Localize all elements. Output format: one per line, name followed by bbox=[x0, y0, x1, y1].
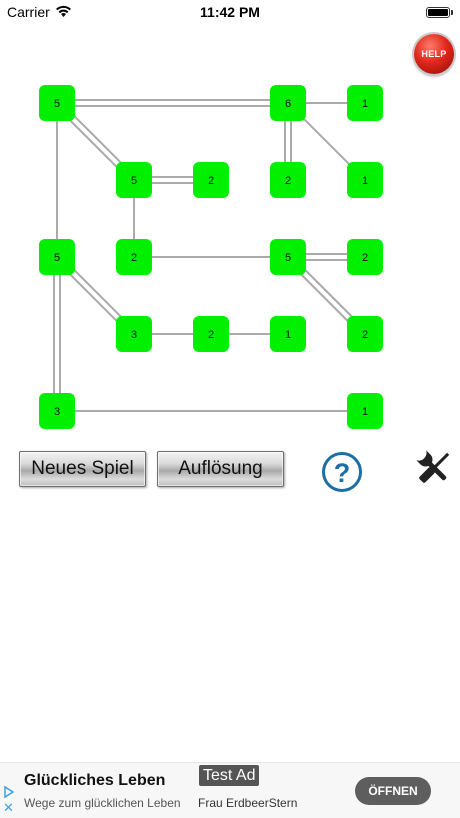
carrier-label: Carrier bbox=[7, 4, 50, 20]
island-tile[interactable] bbox=[270, 316, 306, 352]
island[interactable]: 5 bbox=[39, 85, 75, 121]
ad-title: Glückliches Leben bbox=[24, 772, 166, 789]
wifi-icon bbox=[56, 5, 71, 17]
solution-button[interactable]: Auflösung bbox=[157, 451, 284, 487]
puzzle-board: 5 6 1 5 2 2 1 5 2 5 2 3 2 1 2 3 1 bbox=[39, 85, 383, 429]
island[interactable]: 2 bbox=[193, 162, 229, 198]
open-button[interactable]: ÖFFNEN bbox=[355, 777, 431, 805]
islands-layer: 5 6 1 5 2 2 1 5 2 5 2 3 2 1 2 3 1 bbox=[39, 85, 383, 429]
help-button[interactable]: HELP bbox=[414, 34, 454, 74]
island-value: 5 bbox=[54, 98, 60, 110]
island-value: 5 bbox=[54, 252, 60, 264]
island[interactable]: 1 bbox=[347, 85, 383, 121]
svg-text:?: ? bbox=[334, 458, 351, 488]
island-tile[interactable] bbox=[347, 393, 383, 429]
island-tile[interactable] bbox=[270, 162, 306, 198]
island-value: 5 bbox=[285, 252, 291, 264]
island-tile[interactable] bbox=[270, 85, 306, 121]
close-icon[interactable]: ✕ bbox=[3, 800, 14, 815]
test-ad-badge: Test Ad bbox=[199, 765, 260, 786]
island-value: 2 bbox=[208, 329, 214, 341]
island-tile[interactable] bbox=[116, 316, 152, 352]
island-value: 3 bbox=[131, 329, 137, 341]
island[interactable]: 1 bbox=[270, 316, 306, 352]
island-value: 5 bbox=[131, 175, 137, 187]
island-value: 2 bbox=[362, 329, 368, 341]
island-tile[interactable] bbox=[347, 162, 383, 198]
island-tile[interactable] bbox=[347, 239, 383, 275]
bridges-layer bbox=[53, 99, 368, 412]
island-tile[interactable] bbox=[270, 239, 306, 275]
new-game-button[interactable]: Neues Spiel bbox=[19, 451, 146, 487]
island-tile[interactable] bbox=[39, 239, 75, 275]
island[interactable]: 5 bbox=[116, 162, 152, 198]
tools-icon[interactable] bbox=[412, 446, 456, 490]
battery-icon bbox=[426, 7, 450, 18]
island-tile[interactable] bbox=[347, 316, 383, 352]
island-value: 1 bbox=[362, 98, 368, 110]
island-tile[interactable] bbox=[116, 239, 152, 275]
island-tile[interactable] bbox=[39, 85, 75, 121]
island[interactable]: 3 bbox=[39, 393, 75, 429]
island-tile[interactable] bbox=[193, 162, 229, 198]
battery-tip bbox=[451, 10, 453, 15]
island-value: 3 bbox=[54, 406, 60, 418]
island[interactable]: 2 bbox=[116, 239, 152, 275]
question-icon[interactable]: ? bbox=[321, 451, 363, 493]
island[interactable]: 1 bbox=[347, 162, 383, 198]
island[interactable]: 1 bbox=[347, 393, 383, 429]
ad-banner[interactable]: ✕ Glückliches Leben Wege zum glücklichen… bbox=[0, 762, 460, 818]
island-value: 6 bbox=[285, 98, 291, 110]
clock: 11:42 PM bbox=[200, 4, 260, 20]
status-bar: Carrier 11:42 PM bbox=[0, 0, 460, 26]
ad-subtitle: Wege zum glücklichen Leben bbox=[24, 796, 181, 810]
ad-choices-icon[interactable] bbox=[2, 785, 16, 799]
island[interactable]: 6 bbox=[270, 85, 306, 121]
island[interactable]: 5 bbox=[39, 239, 75, 275]
island-tile[interactable] bbox=[116, 162, 152, 198]
island-value: 2 bbox=[131, 252, 137, 264]
island-tile[interactable] bbox=[193, 316, 229, 352]
island[interactable]: 3 bbox=[116, 316, 152, 352]
island-value: 1 bbox=[285, 329, 291, 341]
help-label: HELP bbox=[421, 49, 447, 59]
island-tile[interactable] bbox=[347, 85, 383, 121]
island-value: 1 bbox=[362, 175, 368, 187]
island[interactable]: 2 bbox=[193, 316, 229, 352]
island-value: 2 bbox=[285, 175, 291, 187]
island[interactable]: 2 bbox=[270, 162, 306, 198]
island-tile[interactable] bbox=[39, 393, 75, 429]
island[interactable]: 5 bbox=[270, 239, 306, 275]
ad-author: Frau ErdbeerStern bbox=[198, 796, 298, 810]
island[interactable]: 2 bbox=[347, 316, 383, 352]
island[interactable]: 2 bbox=[347, 239, 383, 275]
island-value: 1 bbox=[362, 406, 368, 418]
island-value: 2 bbox=[362, 252, 368, 264]
island-value: 2 bbox=[208, 175, 214, 187]
